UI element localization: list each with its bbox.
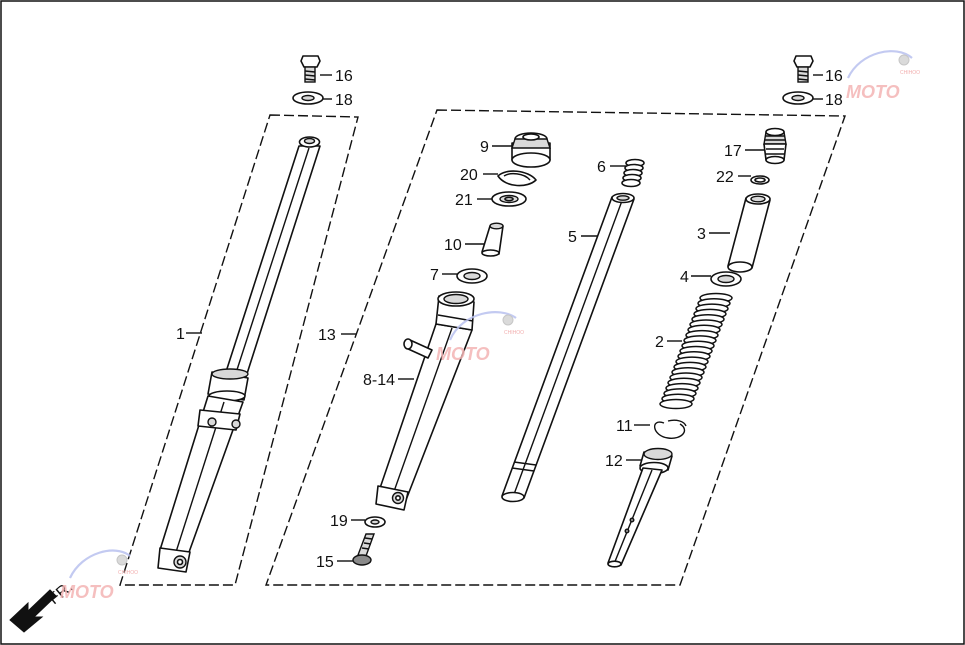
leader-lines	[186, 74, 823, 562]
gear-icon	[898, 54, 910, 66]
bolt-16-left[interactable]	[300, 55, 321, 83]
callout-15: 15	[316, 554, 334, 571]
watermark-tagline: CHIHOO	[504, 330, 524, 336]
callout-8-14: 8-14	[363, 372, 395, 389]
watermark-center: MOTO CHIHOO	[436, 311, 524, 364]
spacer-3[interactable]	[727, 193, 771, 273]
washer-18-right[interactable]	[782, 91, 814, 105]
callout-16-right: 16	[825, 68, 843, 85]
watermark-bottom-left: MOTO CHIHOO	[60, 549, 138, 602]
front-arrow-icon	[9, 589, 57, 633]
callout-13: 13	[318, 327, 336, 344]
outer-tube-8-14[interactable]	[375, 291, 475, 511]
oil-seal-9[interactable]	[511, 132, 551, 168]
callout-22: 22	[716, 169, 734, 186]
callout-19: 19	[330, 513, 348, 530]
watermark-brand: MOTO	[436, 344, 490, 364]
callout-3: 3	[697, 226, 706, 243]
callout-16-left: 16	[335, 68, 353, 85]
callout-11: 11	[616, 418, 633, 435]
right-fork-assembly-outline	[265, 109, 846, 586]
bolt-15[interactable]	[352, 533, 375, 566]
bolt-16-right[interactable]	[793, 55, 814, 83]
inner-tube-5[interactable]	[501, 192, 635, 503]
callout-18-left: 18	[335, 92, 353, 109]
washer-18-left[interactable]	[292, 91, 324, 105]
watermark-brand: MOTO	[60, 582, 114, 602]
oil-lock-piece-10[interactable]	[481, 222, 504, 257]
callout-21: 21	[455, 192, 473, 209]
callout-7: 7	[430, 267, 439, 284]
callout-1: 1	[176, 326, 185, 343]
fork-assembly-1[interactable]	[157, 136, 321, 573]
callout-18-right: 18	[825, 92, 843, 109]
callout-5: 5	[568, 229, 577, 246]
snap-ring-20[interactable]	[497, 170, 537, 187]
callout-17: 17	[724, 143, 742, 160]
watermark-tagline: CHIHOO	[118, 570, 138, 576]
callout-12: 12	[605, 453, 623, 470]
callout-2: 2	[655, 334, 664, 351]
gear-icon	[116, 554, 128, 566]
o-ring-22[interactable]	[750, 175, 770, 185]
piston-12[interactable]	[607, 447, 673, 568]
dust-seal-21[interactable]	[491, 191, 527, 207]
spring-6[interactable]	[621, 158, 645, 188]
spring-coil	[659, 398, 693, 410]
washer-4[interactable]	[710, 271, 742, 287]
spring-2[interactable]	[659, 292, 733, 410]
callout-4: 4	[680, 269, 689, 286]
washer-7[interactable]	[456, 268, 488, 284]
gear-icon	[502, 314, 514, 326]
watermark-brand: MOTO	[846, 82, 900, 102]
watermark-tagline: CHIHOO	[900, 70, 920, 76]
watermark-top-right: MOTO CHIHOO	[846, 50, 920, 102]
callout-20: 20	[460, 167, 478, 184]
callout-6: 6	[597, 159, 606, 176]
circlip-11[interactable]	[654, 419, 687, 439]
callout-10: 10	[444, 237, 462, 254]
fitting-17[interactable]	[763, 127, 787, 165]
callout-9: 9	[480, 139, 489, 156]
left-fork-assembly-outline	[119, 114, 359, 586]
washer-19[interactable]	[364, 516, 386, 528]
callout-labels: 1 16 18 16 18 13 9 20 21 10 7 8-14 19 15…	[176, 68, 843, 571]
